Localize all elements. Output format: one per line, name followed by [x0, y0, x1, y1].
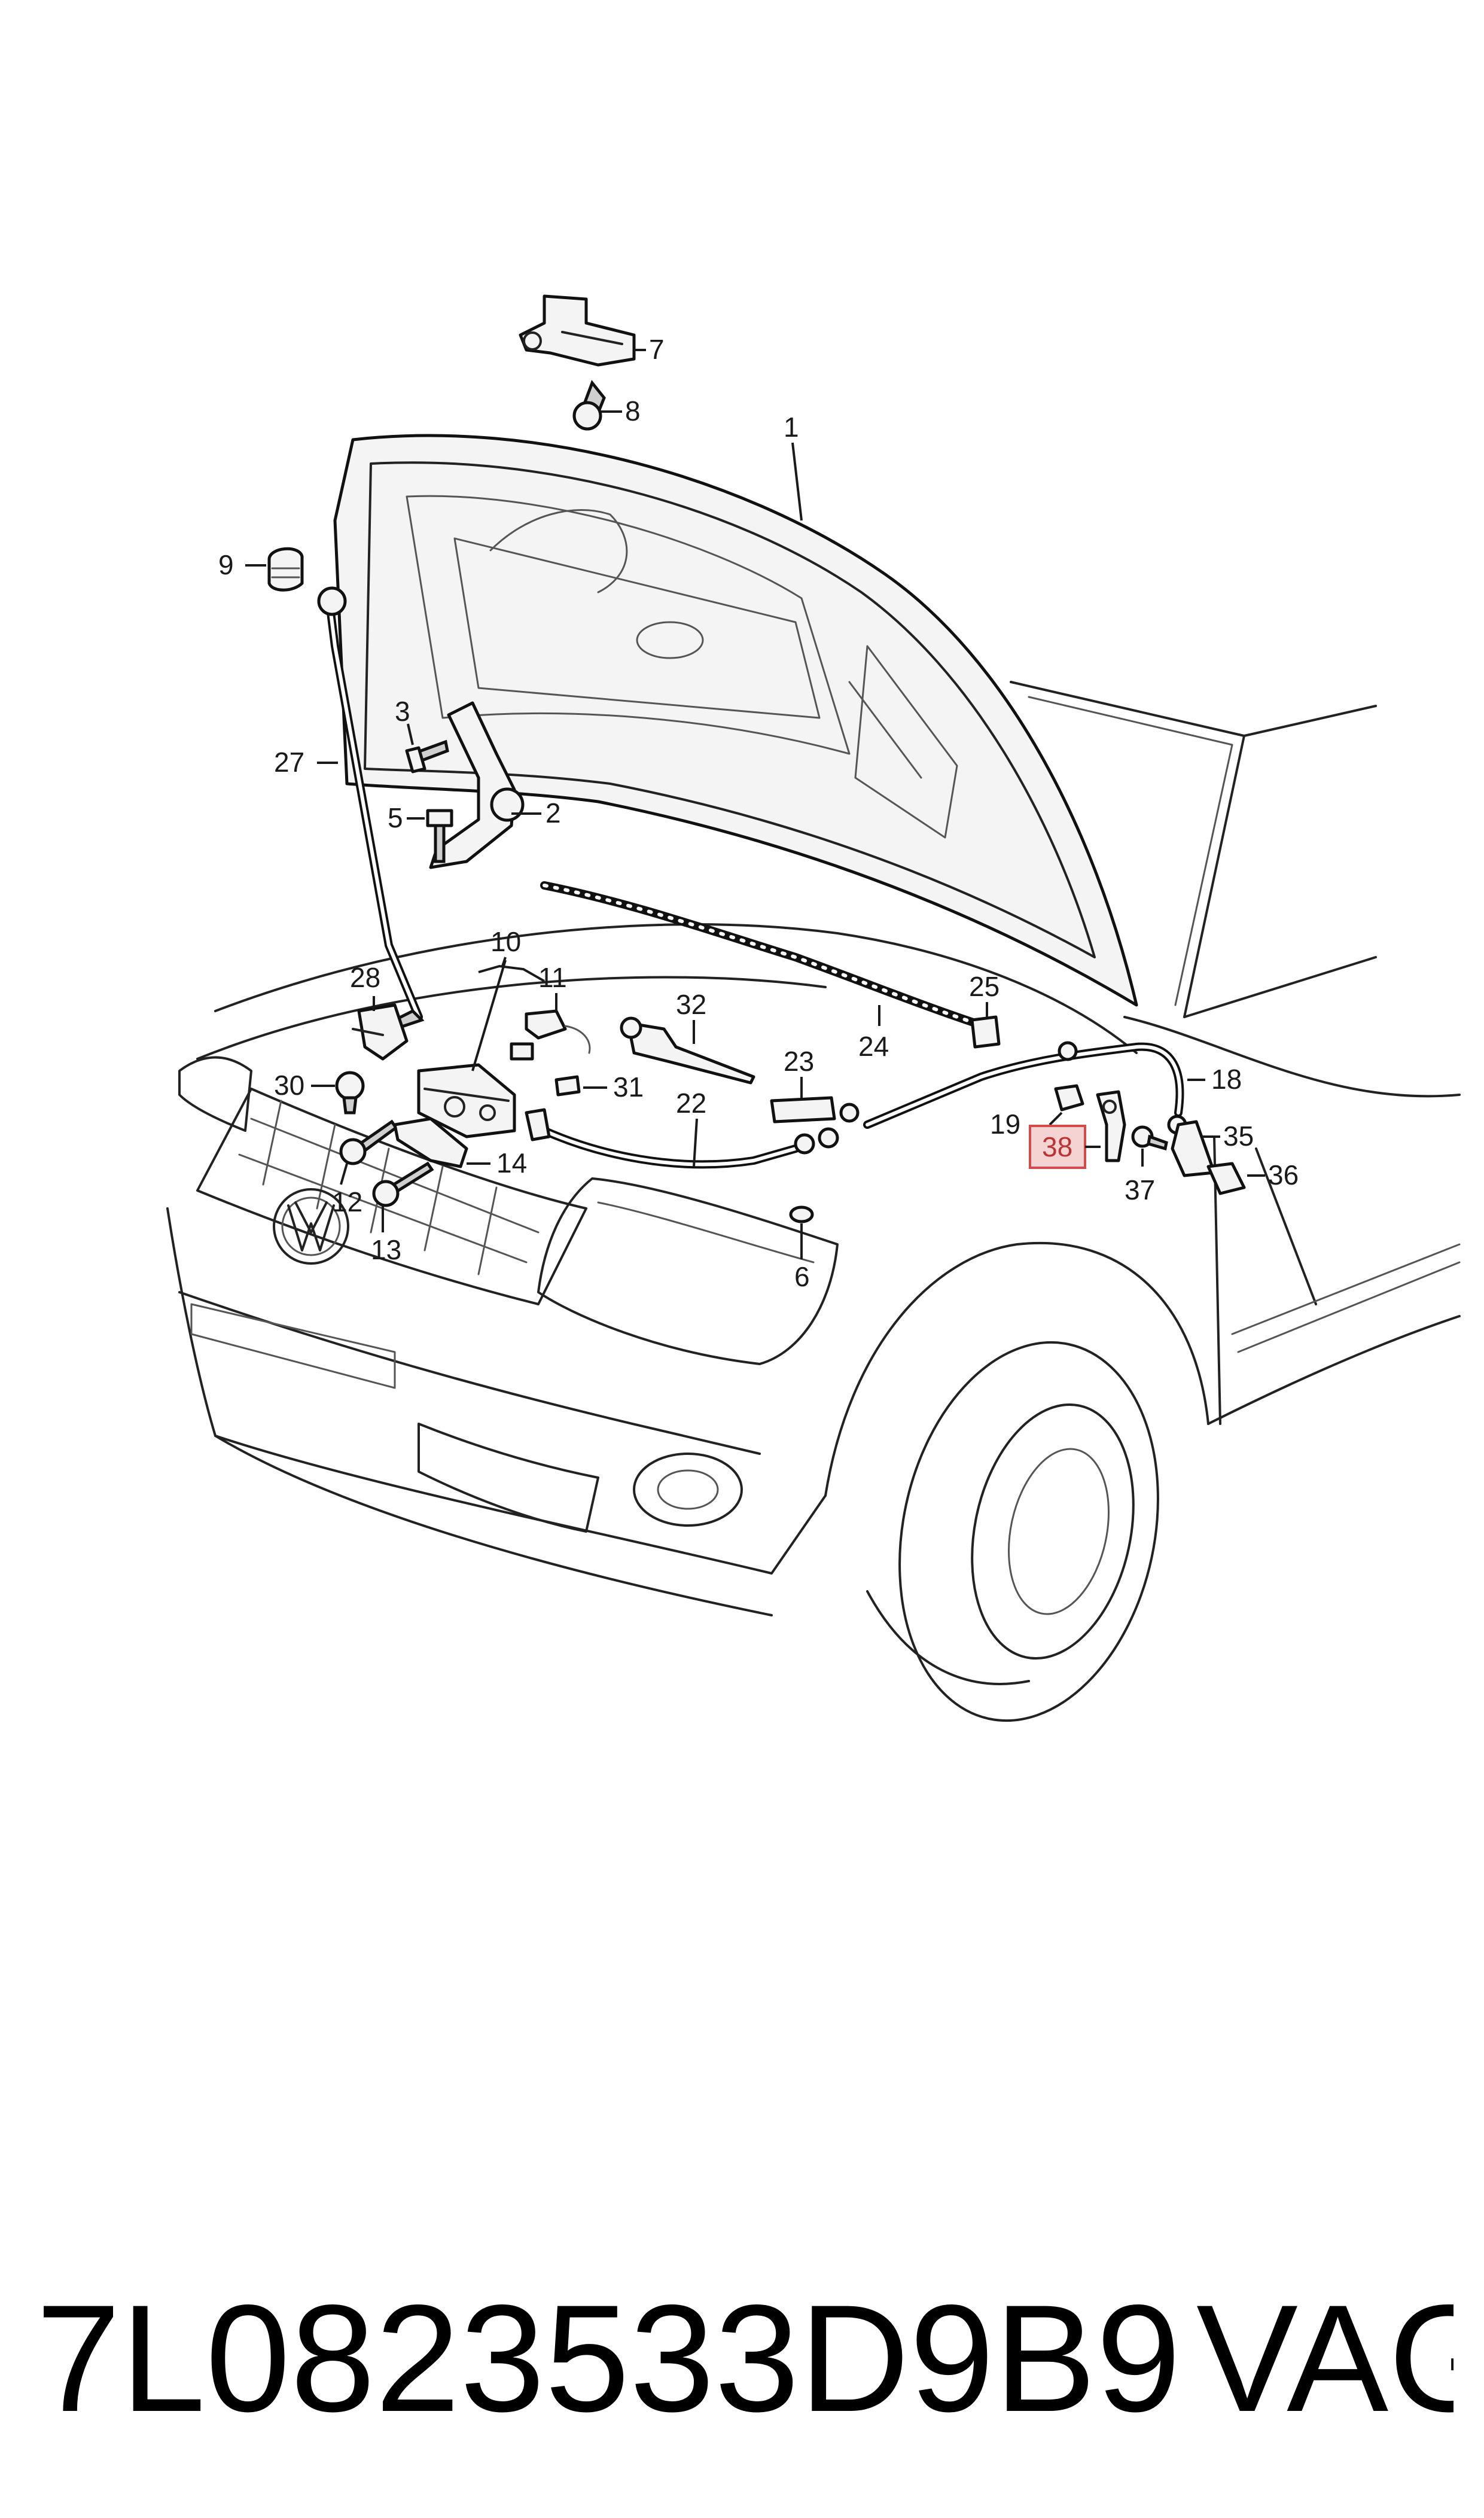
cable-guide-23 [770, 1096, 860, 1123]
callout-38: 38 [1042, 1131, 1072, 1162]
callout-9: 9 [218, 549, 234, 580]
lever-19 [1054, 1084, 1084, 1112]
grip-36 [1206, 1162, 1246, 1195]
bracket-28 [352, 1003, 409, 1061]
callout-18: 18 [1211, 1064, 1242, 1095]
bowden-cable-18 [863, 1041, 1187, 1135]
callout-11: 11 [538, 962, 567, 993]
callout-13: 13 [371, 1234, 401, 1265]
bowden-cable-22 [525, 1108, 839, 1169]
part-number: 7L0823533D9B9 [36, 2273, 1181, 2444]
brand-name: VAG [1196, 2273, 1453, 2444]
callout-5: 5 [388, 802, 403, 833]
callout-35: 35 [1223, 1121, 1254, 1152]
callout-19: 19 [990, 1109, 1020, 1140]
bonnet-panel [333, 434, 1138, 1007]
clip-25 [970, 1015, 1001, 1049]
callout-12: 12 [332, 1186, 362, 1217]
callout-24: 24 [858, 1031, 889, 1062]
seal-strip [540, 881, 979, 1027]
bonnet-stay-rod [317, 586, 425, 1031]
callout-36: 36 [1268, 1159, 1299, 1191]
bolt-3 [405, 739, 449, 774]
callout-3: 3 [395, 696, 410, 727]
callout-10: 10 [490, 926, 521, 957]
callout-14: 14 [496, 1147, 527, 1179]
clip-30 [335, 1071, 365, 1115]
callout-31: 31 [613, 1071, 644, 1103]
lock-bracket-14 [393, 1117, 468, 1168]
callout-23: 23 [784, 1046, 814, 1077]
callout-32: 32 [676, 989, 706, 1020]
callout-28: 28 [350, 962, 380, 993]
cable-end-38 [1096, 1090, 1126, 1162]
callout-1: 1 [784, 412, 799, 443]
hinge-bolt [572, 380, 606, 431]
callout-22: 22 [676, 1088, 706, 1119]
plug-6 [789, 1205, 814, 1223]
highlighted-callout-box [1029, 1125, 1086, 1169]
callout-25: 25 [969, 971, 1000, 1002]
bolt-13 [372, 1161, 434, 1207]
release-lever-32 [620, 1016, 755, 1085]
callout-6: 6 [794, 1261, 810, 1292]
bolt-12 [339, 1119, 398, 1165]
callout-7: 7 [649, 334, 665, 365]
callout-8: 8 [625, 395, 641, 427]
screw-37 [1131, 1125, 1168, 1151]
callout-30: 30 [274, 1070, 304, 1101]
callout-labels: 1 2 3 5 6 7 8 9 10 11 12 13 14 18 19 22 [218, 334, 1299, 1292]
microswitch-11 [510, 1009, 591, 1061]
part-number-footer: 7L0823533D9B9 VAG [36, 2237, 1484, 2453]
rubber-buffer [267, 547, 304, 592]
bolt-5 [426, 809, 453, 863]
bonnet-lock [417, 1063, 516, 1138]
connector-31 [554, 1075, 581, 1097]
callout-37: 37 [1125, 1174, 1155, 1205]
callout-27: 27 [274, 747, 304, 778]
bonnet-hinge [519, 294, 636, 367]
callout-2: 2 [546, 797, 561, 829]
handle-35 [1171, 1120, 1216, 1177]
